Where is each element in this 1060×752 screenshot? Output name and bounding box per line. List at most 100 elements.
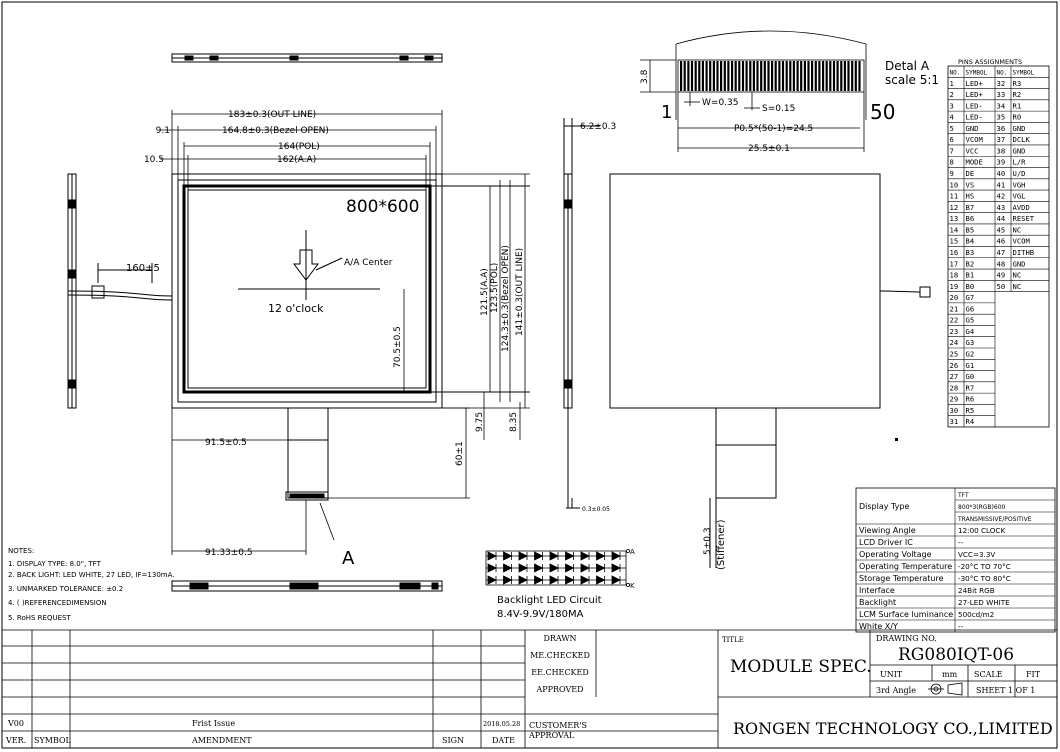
spec-value: TRANSMISSIVE/POSITIVE (957, 516, 1032, 523)
pins-cell: 23 (950, 327, 959, 336)
pin-finger (818, 61, 821, 91)
pins-cell: 34 (997, 101, 1006, 110)
pin-finger (727, 61, 730, 91)
dim-outline-height: 141±0.3(OUT LINE) (515, 248, 525, 336)
pins-cell: LED- (966, 101, 983, 110)
led-diode (518, 563, 528, 573)
dim-aa-width: 162(A.A) (277, 155, 316, 165)
led-diode (503, 575, 513, 585)
spec-table: Display TypeTFT800*3(RGB)600TRANSMISSIVE… (855, 487, 1056, 633)
pins-cell: 10 (950, 180, 959, 189)
title-value: MODULE SPEC. (730, 657, 872, 677)
dim-bezel-width: 164.8±0.3(Bezel OPEN) (222, 126, 329, 136)
pins-cell: 28 (950, 383, 959, 392)
dim-aa-height: 121.5(A.A) (480, 268, 490, 316)
detail-total: 25.5±0.1 (748, 144, 790, 154)
led-diode (580, 575, 590, 585)
detail-pitch: P0.5*(50-1)=24.5 (734, 124, 813, 134)
pins-cell: 50 (997, 282, 1006, 291)
scale-label: SCALE (974, 670, 1003, 679)
pins-cell: 19 (950, 282, 959, 291)
pin-finger (822, 61, 825, 91)
pin-finger (814, 61, 817, 91)
pin-finger (832, 61, 836, 91)
spec-label: Viewing Angle (859, 526, 916, 535)
date-value: 2018.05.28 (483, 720, 520, 728)
date-label: DATE (492, 736, 515, 745)
led-diode (580, 551, 590, 561)
pins-cell: VGL (1013, 192, 1026, 201)
pins-cell: 20 (950, 293, 959, 302)
spec-label: Operating Voltage (859, 550, 932, 559)
led-diode (487, 551, 497, 561)
dim-stiffener: 5±0.3 (703, 527, 713, 555)
front-dimensions (160, 110, 530, 555)
spec-label: LCD Driver IC (859, 538, 913, 547)
led-diode (611, 563, 621, 573)
pins-cell: 49 (997, 271, 1006, 280)
pins-cell: 17 (950, 259, 959, 268)
unit-value: mm (942, 670, 958, 679)
pin-finger (840, 61, 843, 91)
pins-cell: 6 (950, 135, 954, 144)
pins-cell: 12 (950, 203, 959, 212)
pin-finger (836, 61, 839, 91)
led-diode (596, 551, 606, 561)
pins-cell: 11 (950, 192, 959, 201)
pin-finger (792, 61, 795, 91)
pin-finger (738, 61, 741, 91)
led-diode (565, 575, 575, 585)
pins-cell: HS (966, 192, 975, 201)
symbol-label: SYMBOL (34, 736, 72, 745)
pins-cell: U/D (1013, 169, 1026, 178)
pins-cell: GND (1013, 259, 1026, 268)
pin-finger (720, 61, 723, 91)
led-diode (549, 575, 559, 585)
pins-cell: 36 (997, 124, 1006, 133)
pin-finger (763, 61, 766, 91)
led-diode (549, 563, 559, 573)
pins-cell: B2 (966, 259, 975, 268)
pins-cell: VCOM (966, 135, 984, 144)
pin-finger (807, 61, 810, 91)
pins-cell: VGH (1013, 180, 1026, 189)
pins-cell: G7 (966, 293, 975, 302)
pins-cell: G6 (966, 304, 975, 313)
pins-cell: R6 (966, 395, 975, 404)
dim-left-aa: 10.5 (144, 155, 164, 165)
pins-cell: 18 (950, 271, 959, 280)
led-diode (565, 563, 575, 573)
pin-finger (690, 61, 694, 91)
backlight-spec: 8.4V-9.9V/180MA (497, 609, 584, 620)
note-item: 1. DISPLAY TYPE: 8.0", TFT (8, 560, 102, 568)
pin-finger (854, 61, 857, 91)
dim-pol-height: 123.5(POL) (490, 263, 500, 313)
detail-title: Detal A (885, 59, 930, 73)
pins-cell: 4 (950, 113, 954, 122)
backlight-title: Backlight LED Circuit (497, 595, 602, 606)
pins-header: SYMBOL (1013, 70, 1035, 77)
left-side-view (67, 173, 173, 409)
pin-finger (698, 61, 701, 91)
pin-finger (829, 61, 832, 91)
pins-header: NO. (950, 70, 961, 77)
pins-cell: 32 (997, 79, 1006, 88)
pins-cell: B1 (966, 271, 975, 280)
pin-finger (811, 61, 814, 91)
title-label: TITLE (722, 636, 744, 644)
note-item: 3. UNMARKED TOLERANCE: ±0.2 (8, 585, 123, 593)
pin-finger (734, 61, 737, 91)
pin-finger (709, 61, 712, 91)
pins-cell: 31 (950, 417, 959, 426)
pin-finger (858, 61, 861, 91)
drawing-no-label: DRAWING NO. (876, 634, 937, 643)
led-diode (596, 575, 606, 585)
pin-finger (680, 61, 683, 91)
spec-label: White X/Y (859, 622, 898, 631)
led-diode (487, 575, 497, 585)
pins-cell: 39 (997, 158, 1006, 167)
pin-finger (752, 61, 755, 91)
pin-finger (687, 61, 690, 91)
dim-bottom-2: 8.35 (509, 412, 519, 432)
